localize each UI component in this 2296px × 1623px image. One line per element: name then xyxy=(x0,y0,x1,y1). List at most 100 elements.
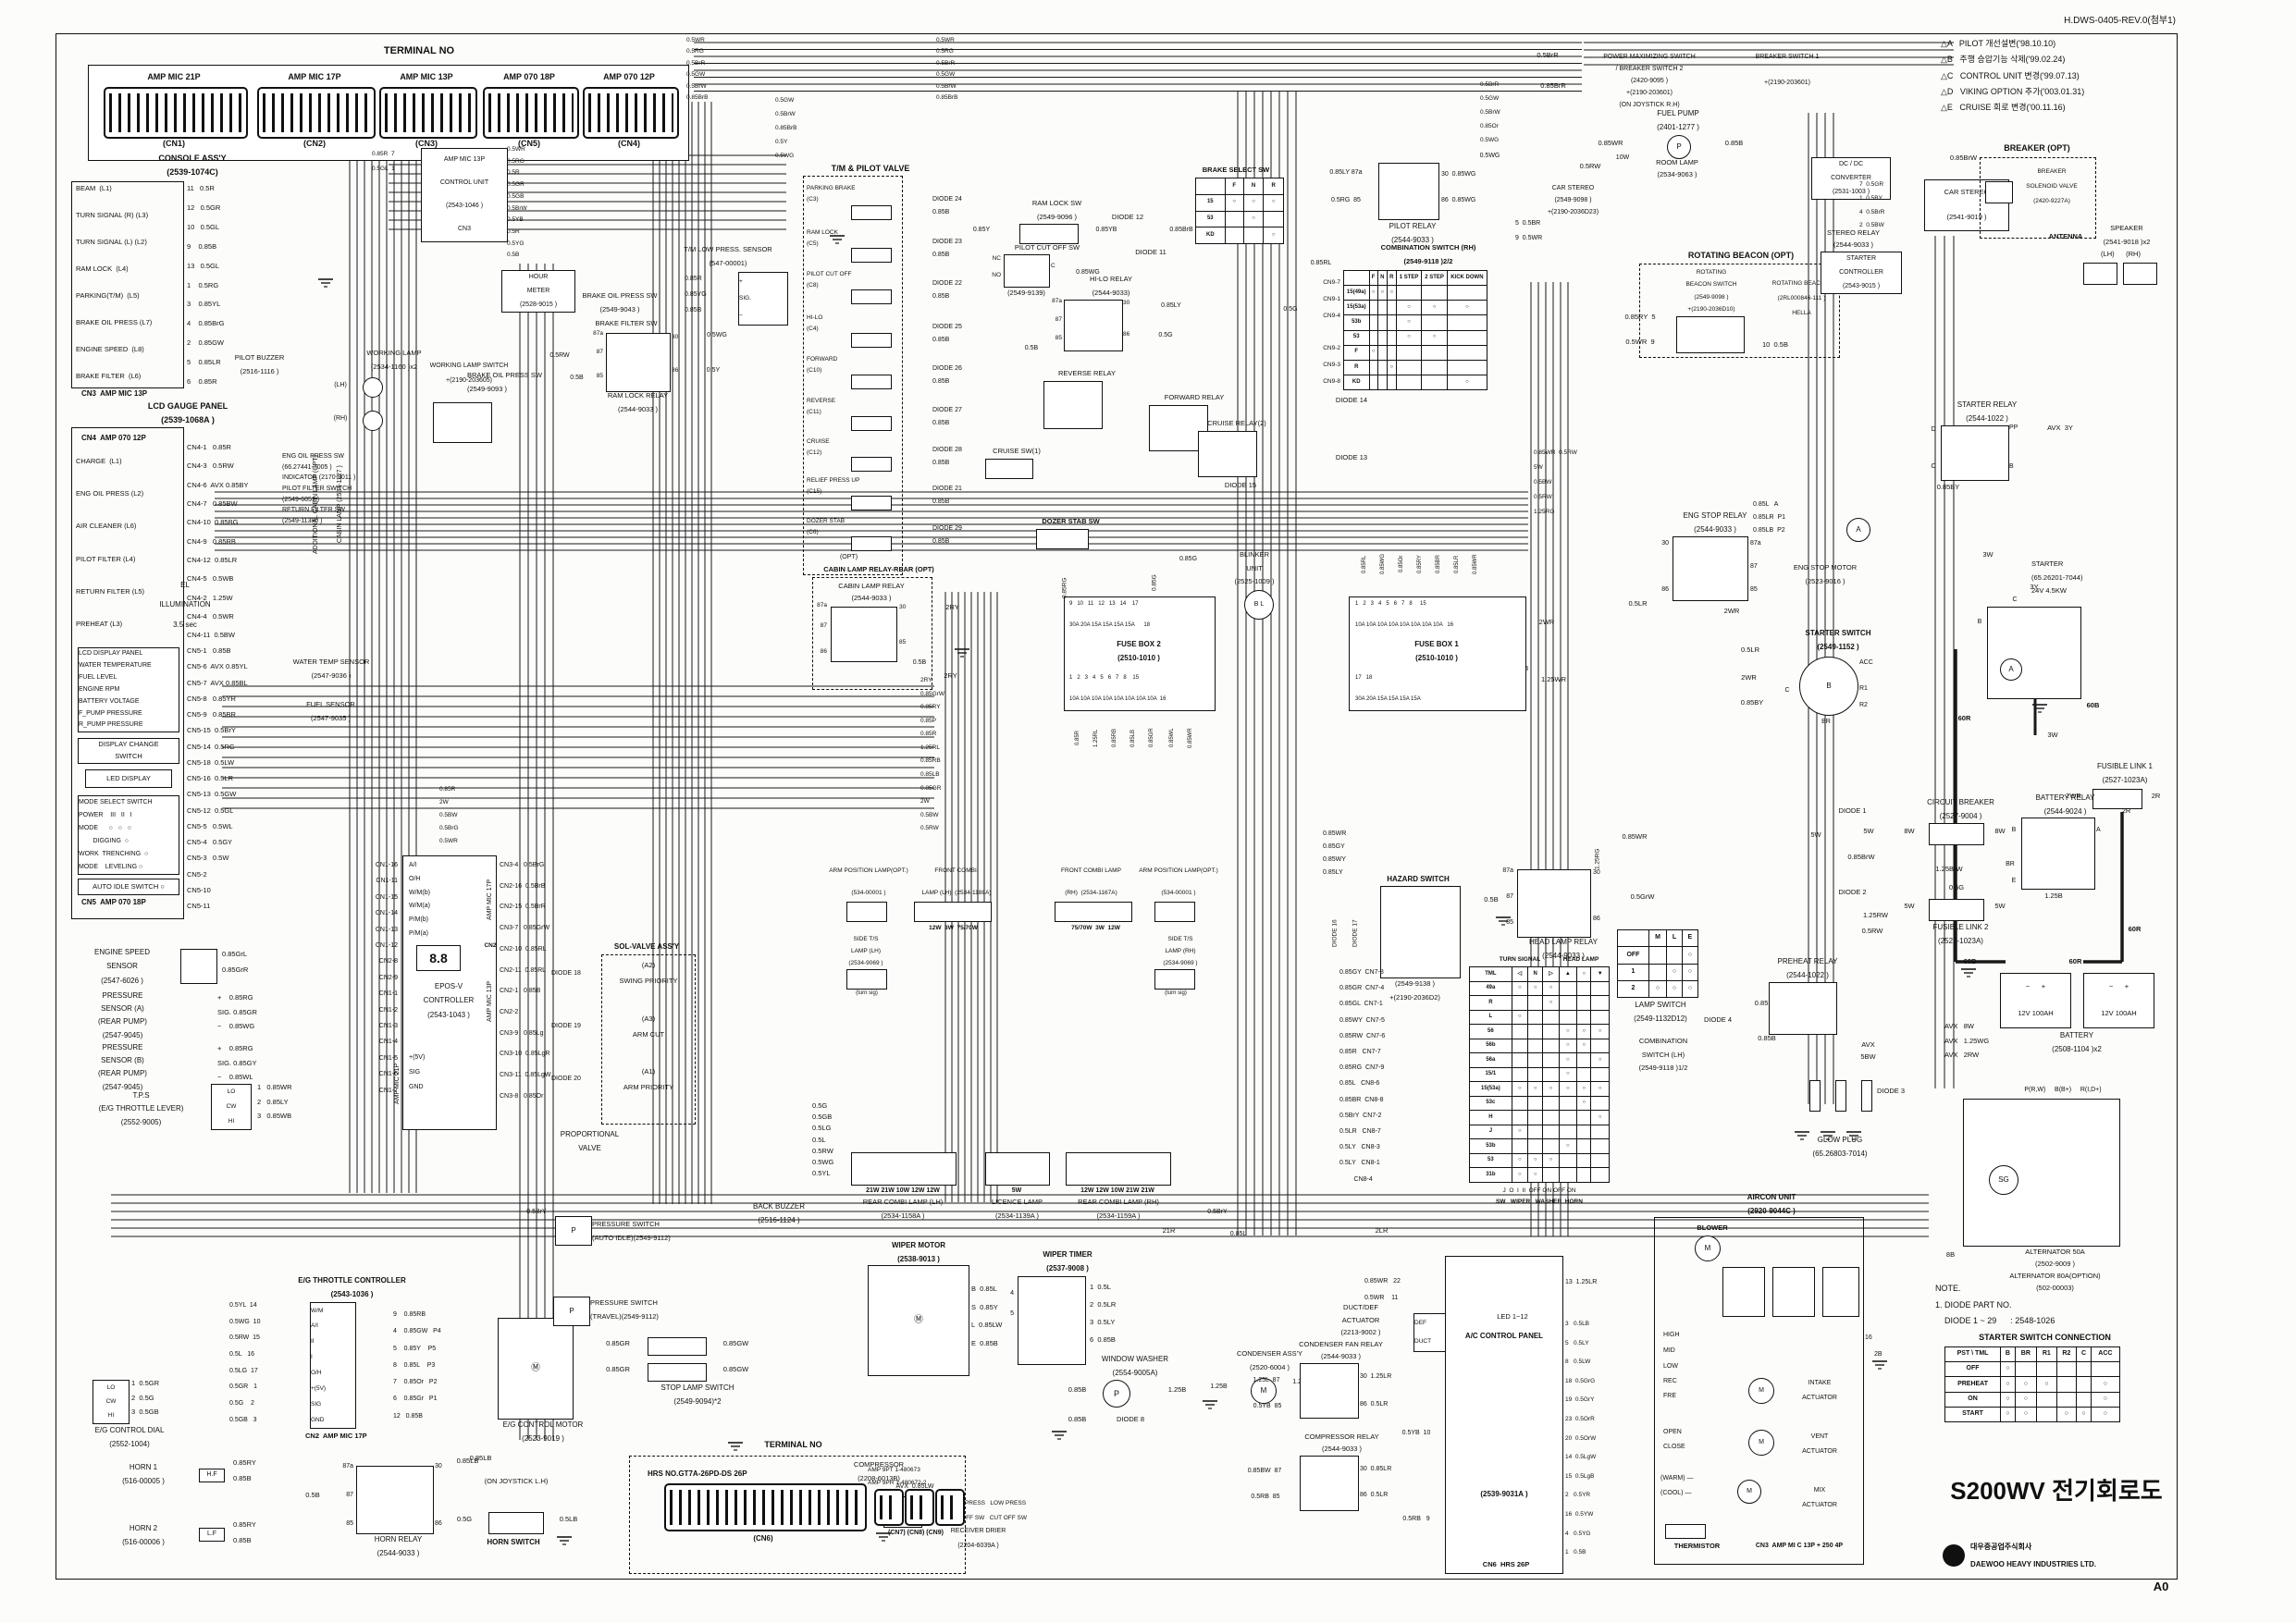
mode-select-switch-text-1: POWER III II I xyxy=(79,811,132,818)
battery-label: BATTERY(2508-1104 )x2 xyxy=(2017,1031,2137,1053)
eg-dial-label-text-1: (2552-1004) xyxy=(109,1439,150,1448)
wiper-timer-pins-text-3: 6 0.85B xyxy=(1090,1335,1116,1345)
eg-dial-pins-text-2: 3 0.5GB xyxy=(131,1408,159,1417)
combination-switch-lh-table-cell-4-1 xyxy=(1511,1038,1528,1054)
diode-20-text-0: DIODE 20 xyxy=(551,1076,581,1083)
tm-r1: PARKING BRAKE(C3) xyxy=(807,185,886,203)
cn1-caption: (CN1) xyxy=(163,139,185,148)
pilot-relay-box xyxy=(1378,163,1439,220)
combination-switch-rh-table-cell-4-5 xyxy=(1421,344,1448,361)
pcos-w: 0.85WG xyxy=(1064,268,1112,278)
diode-12: DIODE 12 xyxy=(1101,213,1154,223)
speaker-label-text-1: (2541-9018 )x2 xyxy=(2103,238,2151,247)
car-stereo-sw-text-1: (2549-9098 ) xyxy=(1554,196,1592,203)
diode-25-text-1: 0.85B xyxy=(932,336,950,343)
stop-lamp-w3: 0.85GW xyxy=(710,1339,761,1349)
battery-label-text-0: BATTERY xyxy=(2059,1031,2094,1039)
ss-w3: 0.85BY xyxy=(1728,698,1776,708)
left-bus-labels-text-5: 0.5BrW xyxy=(507,204,527,212)
cn4-pin-wires-text-7: CN4-5 0.5WB xyxy=(187,574,234,584)
epos-right-pins-text-11: CN3-8 0.85Or xyxy=(500,1092,544,1100)
lcd-gauge-label: LCD GAUGE PANEL(2539-1068A ) xyxy=(118,401,257,425)
sr-pin-d: D xyxy=(1928,425,1939,435)
fb1-rot5: 0.85BR xyxy=(1434,540,1444,588)
pm-w1: 0.85BrR xyxy=(1526,81,1580,92)
gauge-sensor-labels: ENG OIL PRESS SW(66.27441-7005 )INDICATO… xyxy=(282,453,412,525)
combination-switch-lh-table-cell-4-6 xyxy=(1590,1038,1610,1054)
company-name-text-1: DAEWOO HEAVY INDUSTRIES LTD. xyxy=(1970,1559,2097,1568)
starter-pin-c-text-0: C xyxy=(2012,596,2018,603)
cfr-w85-text-0: 0.5YB 85 xyxy=(1253,1403,1282,1410)
starter-switch-connection-cell-0-4 xyxy=(2055,1361,2078,1378)
starter-caption-text-1: (65.26201-7044) xyxy=(2031,572,2083,582)
cabin-relay-box xyxy=(831,607,897,662)
fusebox1-bot-text-1: 30A 20A 15A 15A 15A 15A xyxy=(1355,695,1421,702)
horn-switch-wl: 0.5G xyxy=(446,1515,483,1525)
headlamp-relay-label: HEAD LAMP RELAY(2544-9033 ) xyxy=(1503,938,1623,960)
epos-top-bus-text-4: 0.5WR xyxy=(439,838,458,845)
aircon-pin16-text-0: 16 xyxy=(1865,1334,1872,1342)
egt-title: E/G THROTTLE CONTROLLER(2543-1036 ) xyxy=(276,1276,428,1298)
window-washer-w2-text-0: 0.85B xyxy=(1068,1415,1087,1424)
cn9-pins xyxy=(941,1495,959,1519)
reverse-relay-label: REVERSE RELAY xyxy=(1036,368,1138,379)
pm-w1-text-0: 0.85BrR xyxy=(1540,81,1566,91)
left-bus-labels-text-1: 0.5RG xyxy=(507,157,525,165)
cn789-caption: (CN7) (CN8) (CN9) xyxy=(865,1528,967,1539)
press-sw-travel-text-0: PRESSURE SWITCH xyxy=(590,1298,658,1307)
circuit-breaker-glyph xyxy=(1929,823,1984,845)
frame xyxy=(56,33,2178,1580)
combination-switch-lh-table-cell-10-5 xyxy=(1576,1124,1592,1140)
epos-cn3-rot: AMP MIC 13P xyxy=(485,962,496,1040)
brake-select-sw-table-cell-1-2: ○ xyxy=(1242,210,1265,228)
eg-motor-box: Ⓜ xyxy=(498,1318,574,1420)
control-unit-pins-text-0: 0.85R 7 xyxy=(372,151,395,157)
top-bus-b-text-4: 0.5BrW xyxy=(936,82,957,90)
esr-wires-text-1: 0.85LR P1 xyxy=(1753,513,1786,521)
hlr-pins-l-text-1: 87 xyxy=(1506,892,1513,900)
rot-beacon-lamp-text-0: ROTATING BEACON: xyxy=(1771,280,1832,287)
hilo-relay-label-text-1: (2544-9033) xyxy=(1092,289,1130,298)
tm-r2-text-1: (C5) xyxy=(807,240,819,248)
starter-caption-text-0: STARTER xyxy=(2031,559,2064,568)
tps-label-text-0: T.P.S xyxy=(132,1091,150,1100)
combination-switch-rh-table-cell-3-5: ○ xyxy=(1421,329,1448,346)
combination-switch-lh-table-cell-11-6 xyxy=(1590,1138,1610,1154)
top-bus-d-text-3: 0.5Y xyxy=(775,139,788,146)
horn-switch-joystick-text-0: (ON JOYSTICK L.H) xyxy=(484,1476,549,1485)
lamp-switch-table-cell-2-3: ○ xyxy=(1681,979,1699,999)
wiper-timer-45-text-1: 5 xyxy=(1010,1309,1014,1317)
rb-w1-text-0: 0.85RY 5 xyxy=(1624,313,1656,322)
tm-r3-text-1: (C8) xyxy=(807,282,819,289)
starter-switch-connection-cell-2-4 xyxy=(2055,1391,2078,1408)
company-logo xyxy=(1943,1544,1965,1567)
stop-lamp-w2: 0.85GR xyxy=(594,1365,642,1375)
epos-left-pins-text-12: CN1-5 xyxy=(378,1054,398,1062)
tm-r7: CRUISE(C12) xyxy=(807,438,886,457)
pressure-sensor-a-text-3: (2547-9045) xyxy=(102,1030,143,1039)
hlr-w3-text-0: 1.25RG xyxy=(1594,848,1601,870)
blinker-w: 0.85G xyxy=(1167,555,1209,565)
clr-87-text-0: 87 xyxy=(820,622,827,630)
starter-w60r-text-0: 60R xyxy=(1957,714,1971,723)
clr-w1: 2RY xyxy=(936,603,969,613)
w-085l: 0.85L xyxy=(1217,1230,1259,1240)
rear-combi-rh-watts-text-0: 12W 12W 10W 21W 21W xyxy=(1080,1187,1154,1195)
hilo-pins-l-text-0: 87a xyxy=(1052,298,1062,304)
cn5-pin-wires-text-16: CN5-11 xyxy=(187,902,211,910)
combination-switch-lh-table-cell-9-0: H xyxy=(1469,1110,1512,1125)
arm-pos-lamp-l-text-1: (534-00001 ) xyxy=(851,890,886,897)
epos-left-pins-text-14: CN1-7 xyxy=(378,1087,398,1094)
ac-led-label-text-0: LED 1~12 xyxy=(1497,1311,1528,1321)
tm-pilot-title-text-0: T/M & PILOT VALVE xyxy=(831,164,910,174)
combination-switch-lh-table-cell-12-6 xyxy=(1590,1152,1610,1169)
combination-switch-lh-table-cell-4-5: ○ xyxy=(1576,1038,1592,1054)
rlr-87a-text-0: 87a xyxy=(593,330,603,338)
battery-relay-box xyxy=(2021,818,2095,890)
fb2-rot5: 0.85GR xyxy=(1147,714,1157,762)
